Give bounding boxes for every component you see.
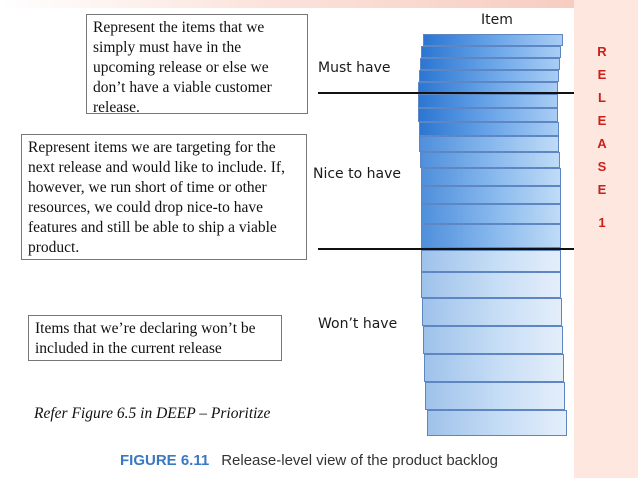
release-number: 1 (598, 215, 606, 230)
backlog-item (421, 272, 561, 298)
release-letter: E (597, 182, 607, 197)
backlog-item (418, 108, 558, 122)
release-letter: S (597, 159, 607, 174)
backlog-item (418, 94, 558, 108)
backlog-item (421, 224, 561, 248)
backlog-item (421, 186, 561, 204)
top-accent-bar (0, 0, 638, 8)
item-column-label: Item (481, 12, 513, 28)
wont-have-label: Won’t have (318, 316, 398, 332)
release-letter: A (597, 136, 607, 151)
figure-number: FIGURE 6.11 (120, 452, 210, 469)
figure-caption-text: Release-level view of the product backlo… (221, 452, 499, 469)
must-have-label: Must have (318, 60, 391, 76)
backlog-item (423, 34, 563, 46)
backlog-item (424, 354, 564, 382)
backlog-item (421, 168, 561, 186)
backlog-item (427, 410, 567, 436)
backlog-item (423, 326, 563, 354)
backlog-item (420, 58, 560, 70)
backlog-item (421, 204, 561, 224)
figure-caption: FIGURE 6.11 Release-level view of the pro… (120, 452, 498, 469)
release-label: R E L E A S E 1 (590, 40, 614, 234)
backlog-stack (415, 0, 575, 440)
nice-to-have-callout: Represent items we are targeting for the… (21, 134, 307, 260)
release-letter: E (597, 67, 607, 82)
must-have-callout: Represent the items that we simply must … (86, 14, 308, 116)
backlog-item (425, 382, 565, 410)
release-letter: E (597, 113, 607, 128)
release-cutoff-line (318, 92, 574, 94)
nice-to-have-label: Nice to have (313, 166, 401, 182)
backlog-item (419, 70, 559, 82)
reference-note: Refer Figure 6.5 in DEEP – Prioritize (34, 405, 271, 422)
release-side-strip (574, 0, 638, 478)
backlog-item (419, 122, 559, 136)
release-letter: R (597, 44, 607, 59)
release-cutoff-line (318, 248, 574, 250)
release-letter: L (598, 90, 606, 105)
wont-have-callout: Items that we’re declaring won’t be incl… (28, 315, 282, 361)
backlog-item (422, 298, 562, 326)
backlog-item (421, 46, 561, 58)
backlog-item (420, 152, 560, 168)
backlog-item (421, 250, 561, 272)
backlog-item (419, 136, 559, 152)
